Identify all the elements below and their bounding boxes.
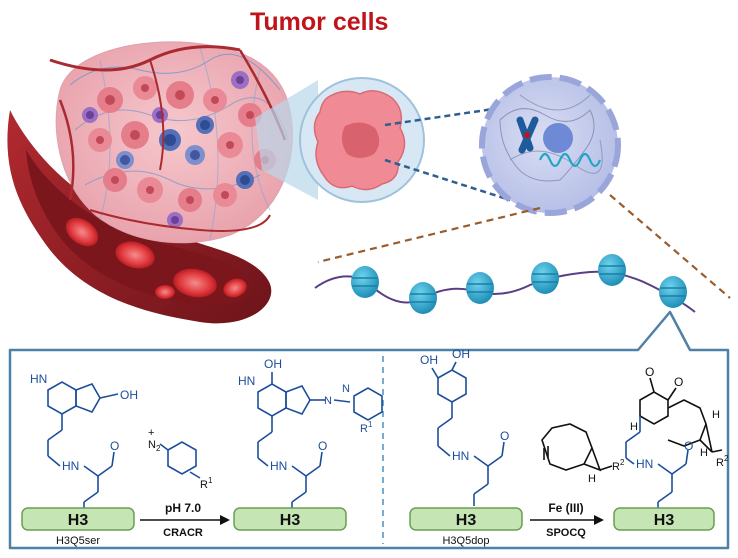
nucleosome-1 (351, 266, 379, 298)
chemistry-panel (8, 310, 730, 550)
right-product-o3: O (684, 439, 693, 453)
right-product-h3: H (712, 409, 720, 421)
right-atom-nh-amide: HN (452, 449, 469, 463)
right-product-o1: O (645, 365, 654, 379)
zoom-cone (255, 80, 318, 200)
right-product-h3-box (613, 507, 715, 531)
red-blood-cells (65, 217, 247, 299)
left-atom-nh-amide: HN (62, 459, 79, 473)
nucleosome-5 (598, 254, 626, 286)
right-h3-box (409, 507, 523, 531)
left-arrow-method: CRACR (163, 527, 203, 539)
right-compound-name: H3Q5dop (442, 535, 489, 547)
left-compound-name: H3Q5ser (56, 535, 100, 547)
right-product-o2: O (674, 375, 683, 389)
nucleosome-2 (409, 282, 437, 314)
left-product-oh: OH (264, 357, 282, 371)
chromatin-fiber (314, 254, 696, 314)
tumor-illustration (7, 41, 318, 324)
left-product-r: R1 (360, 420, 373, 435)
right-product-h3-label: H3 (654, 512, 675, 529)
dash-expand-right (609, 194, 731, 299)
right-atom-oh2: OH (452, 347, 470, 361)
chromosome (516, 116, 539, 154)
nucleus (479, 74, 621, 216)
left-atom-oh: OH (120, 388, 138, 402)
right-reaction (431, 361, 505, 506)
right-reagent-h: H (588, 473, 596, 485)
left-atom-o: O (110, 439, 119, 453)
nucleosome-4 (531, 262, 559, 294)
left-h3-label: H3 (68, 512, 89, 529)
left-arrow-condition: pH 7.0 (165, 501, 201, 515)
right-h3-label: H3 (456, 512, 477, 529)
dna-coil (538, 152, 602, 168)
dash-connector-bottom (384, 158, 511, 202)
right-reaction-arrow (530, 515, 604, 525)
dash-expand-left (317, 206, 541, 264)
left-product-n1: N (324, 395, 332, 407)
left-product-h3-label: H3 (280, 512, 301, 529)
right-arrow-condition: Fe (III) (548, 501, 583, 515)
right-reagent-r: R2 (612, 458, 625, 473)
figure-title: Tumor cells (250, 8, 388, 36)
left-reagent-r: R1 (200, 476, 213, 491)
left-h3-box (21, 507, 135, 531)
left-reagent-charge: + (148, 427, 154, 439)
left-reagent-n2: N2 (148, 439, 161, 453)
left-product-nh-amide: HN (270, 459, 287, 473)
left-product-nh: HN (238, 374, 255, 388)
left-product-h3-box (233, 507, 347, 531)
left-product-n2: N (342, 383, 350, 395)
right-product-r: R2 (716, 454, 729, 469)
left-reaction-arrow (140, 515, 230, 525)
left-product-o: O (318, 439, 327, 453)
right-atom-oh1: OH (420, 353, 438, 367)
nucleosome-6 (659, 276, 687, 308)
right-product-h1: H (630, 421, 638, 433)
right-product-chain (625, 416, 689, 508)
tumor-cells (82, 71, 276, 228)
right-atom-o: O (500, 429, 509, 443)
bcn-reagent (541, 423, 613, 472)
left-reaction (47, 372, 383, 508)
right-arrow-method: SPOCQ (546, 527, 586, 539)
right-product-nh-amide: HN (636, 457, 653, 471)
zoomed-tumor-cell (299, 77, 425, 203)
nucleosome-3 (466, 272, 494, 304)
right-product-h2: H (700, 447, 708, 459)
left-atom-nh: HN (30, 372, 47, 386)
